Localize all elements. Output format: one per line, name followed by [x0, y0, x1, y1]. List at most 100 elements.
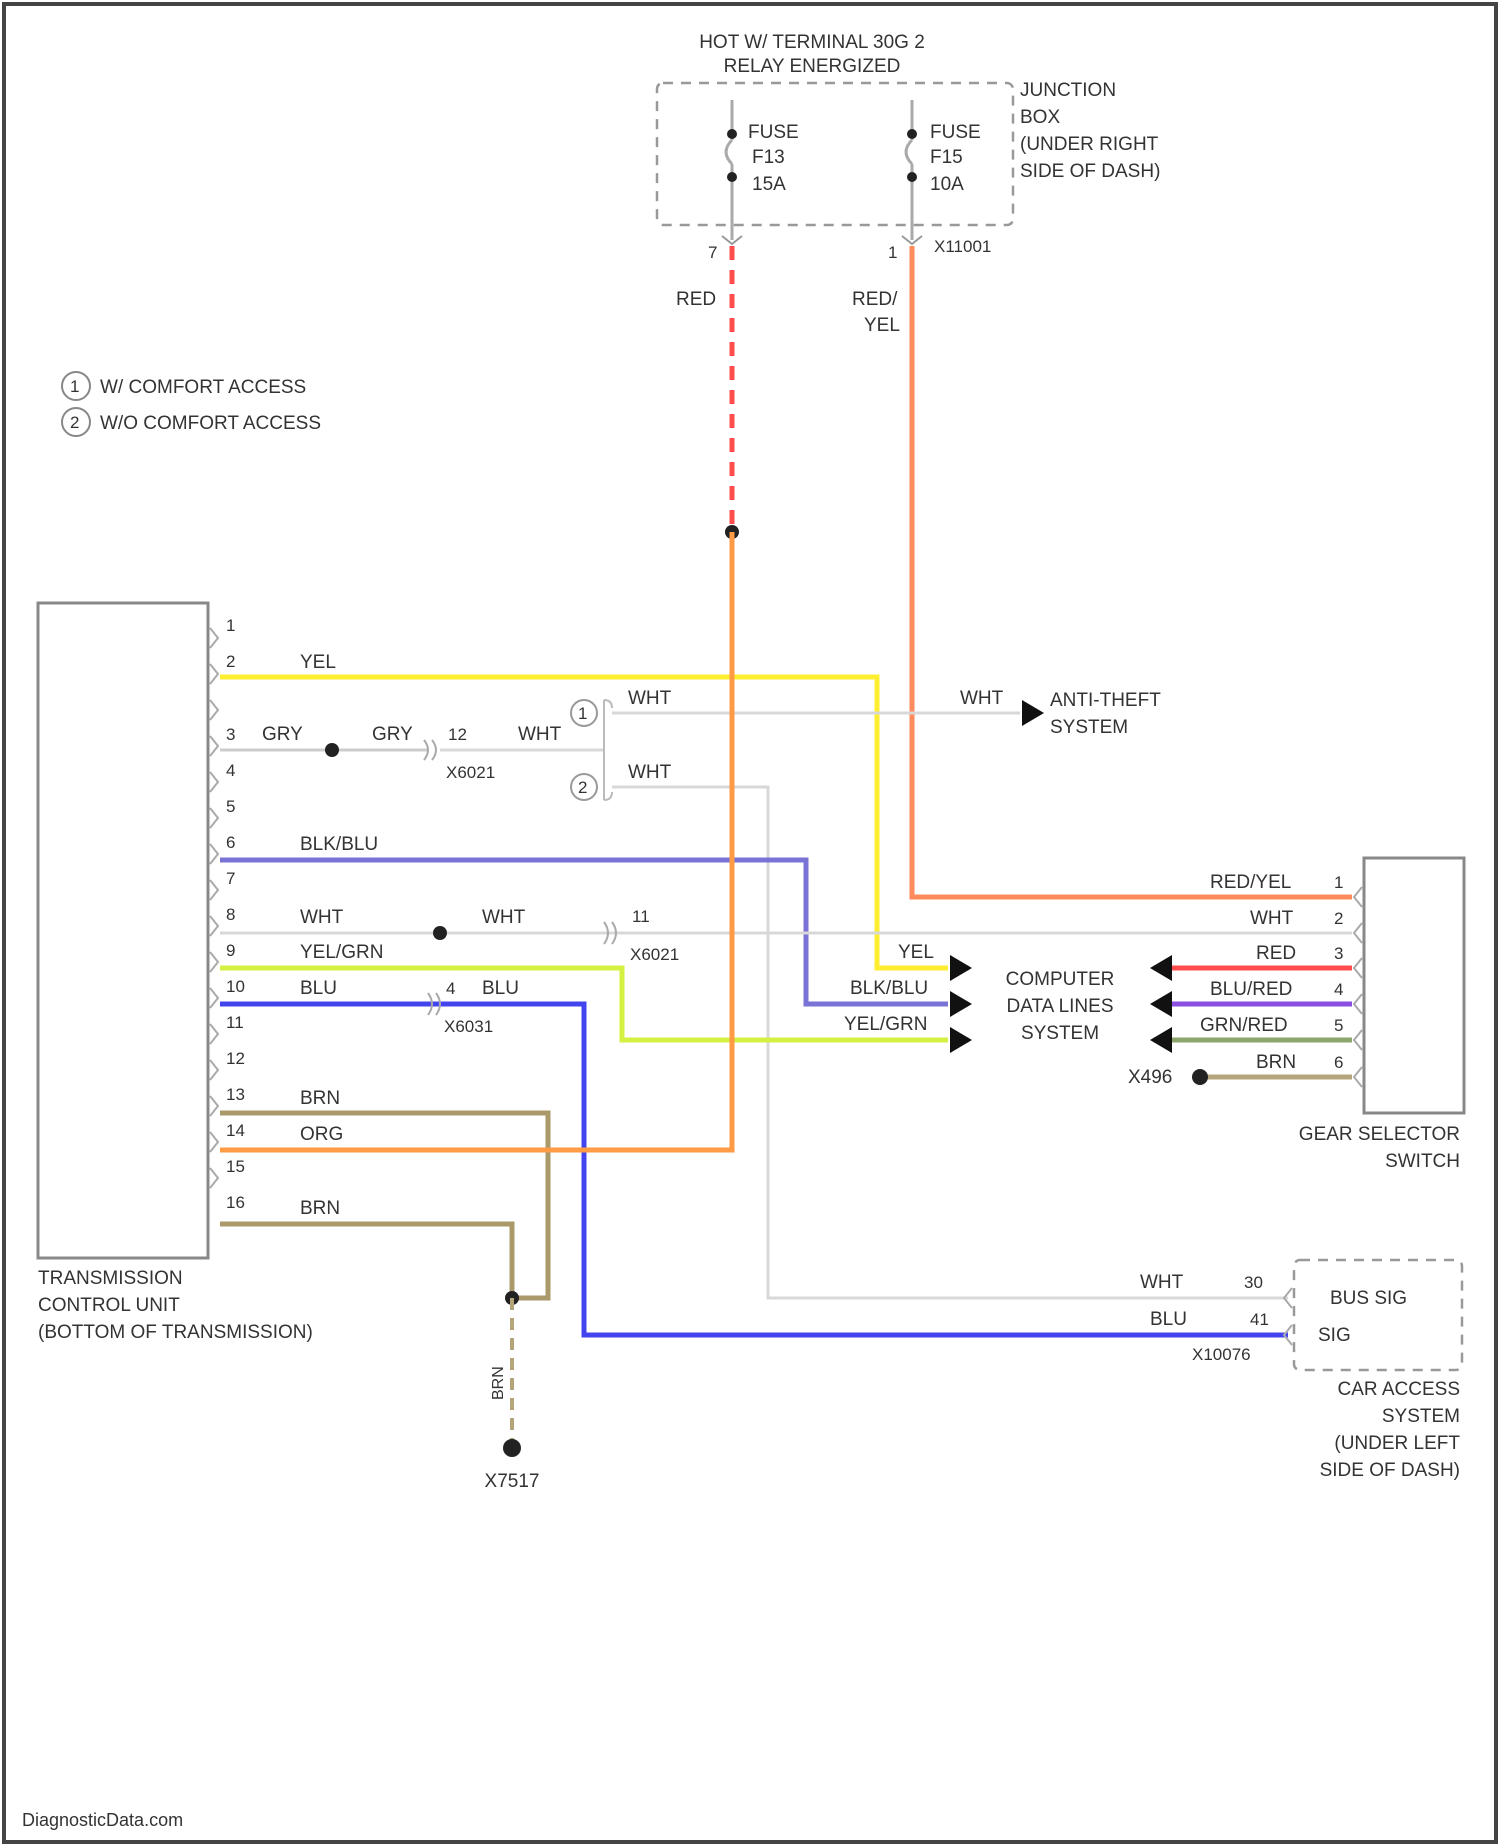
- svg-text:3: 3: [226, 725, 235, 744]
- svg-text:JUNCTION: JUNCTION: [1020, 80, 1116, 101]
- car-access-system-box: [1294, 1260, 1462, 1370]
- svg-text:5: 5: [1334, 1016, 1343, 1035]
- svg-text:CAR ACCESS: CAR ACCESS: [1338, 1379, 1460, 1400]
- svg-text:W/O COMFORT ACCESS: W/O COMFORT ACCESS: [100, 413, 321, 434]
- svg-text:15A: 15A: [752, 174, 786, 195]
- wire-label-red: RED: [676, 289, 716, 310]
- arrow-gss-red: [1150, 955, 1172, 981]
- connector-x6031-pin: 4: [446, 979, 455, 998]
- wire-label-p8-wht-b: WHT: [482, 907, 526, 928]
- cas-pin-wht: 30: [1244, 1273, 1263, 1292]
- wire-label-p9-yel-grn: YEL/GRN: [300, 942, 383, 963]
- wire-label-p6-blk-blu: BLK/BLU: [300, 834, 378, 855]
- wire-label-red-yel-2: YEL: [864, 315, 900, 336]
- tcu-label: TRANSMISSION CONTROL UNIT (BOTTOM OF TRA…: [38, 1268, 313, 1343]
- svg-text:10A: 10A: [930, 174, 964, 195]
- svg-text:2: 2: [1334, 909, 1343, 928]
- svg-text:10: 10: [226, 977, 245, 996]
- svg-text:2: 2: [578, 778, 587, 797]
- wire-label-p16-brn: BRN: [300, 1198, 340, 1219]
- cas-wire-wht: WHT: [1140, 1272, 1184, 1293]
- svg-text:BOX: BOX: [1020, 107, 1060, 128]
- wire-label-wht-2: WHT: [628, 762, 672, 783]
- wire-brn-13: [220, 1113, 548, 1298]
- cdl-wire-yel-grn: YEL/GRN: [844, 1014, 927, 1035]
- connector-x6021-a-pin: 12: [448, 725, 467, 744]
- wire-label-p10-blu-b: BLU: [482, 978, 519, 999]
- wire-red-yel: [912, 246, 1352, 897]
- svg-text:COMPUTER: COMPUTER: [1006, 969, 1115, 990]
- gear-selector-switch-label: GEAR SELECTOR SWITCH: [1299, 1124, 1460, 1172]
- legend: 1 W/ COMFORT ACCESS 2 W/O COMFORT ACCESS: [62, 372, 321, 436]
- svg-text:6: 6: [226, 833, 235, 852]
- svg-text:GEAR SELECTOR: GEAR SELECTOR: [1299, 1124, 1460, 1145]
- svg-text:BLU/RED: BLU/RED: [1210, 979, 1292, 1000]
- svg-text:F15: F15: [930, 147, 963, 168]
- svg-text:RED: RED: [1256, 943, 1296, 964]
- svg-text:5: 5: [226, 797, 235, 816]
- ground-id: X7517: [485, 1471, 540, 1492]
- svg-text:RED/YEL: RED/YEL: [1210, 872, 1291, 893]
- wire-blu: [220, 1004, 1288, 1335]
- svg-text:12: 12: [226, 1049, 245, 1068]
- svg-text:3: 3: [1334, 944, 1343, 963]
- gss-connector-chevrons: [1354, 887, 1362, 1087]
- wire-label-p3-gry-a: GRY: [262, 724, 303, 745]
- wire-label-red-yel-1: RED/: [852, 289, 898, 310]
- arrow-gss-blu-red: [1150, 991, 1172, 1017]
- svg-text:FUSE: FUSE: [748, 122, 799, 143]
- svg-text:13: 13: [226, 1085, 245, 1104]
- wire-label-p13-brn: BRN: [300, 1088, 340, 1109]
- svg-text:SWITCH: SWITCH: [1385, 1151, 1460, 1172]
- anti-theft-label-1: ANTI-THEFT: [1050, 690, 1161, 711]
- svg-text:7: 7: [226, 869, 235, 888]
- svg-text:SYSTEM: SYSTEM: [1021, 1023, 1099, 1044]
- svg-text:TRANSMISSION: TRANSMISSION: [38, 1268, 183, 1289]
- gss-ground-id: X496: [1128, 1067, 1172, 1088]
- wire-org: [220, 532, 732, 1150]
- wire-brn-16: [220, 1224, 512, 1298]
- svg-text:4: 4: [226, 761, 235, 780]
- svg-text:BRN: BRN: [1256, 1052, 1296, 1073]
- watermark: DiagnosticData.com: [22, 1810, 183, 1830]
- gss-pins: RED/YEL 1 WHT 2 RED 3 BLU/RED 4 GRN/RED …: [1200, 872, 1343, 1073]
- svg-text:2: 2: [226, 652, 235, 671]
- svg-text:W/ COMFORT ACCESS: W/ COMFORT ACCESS: [100, 377, 306, 398]
- svg-text:FUSE: FUSE: [930, 122, 981, 143]
- svg-text:WHT: WHT: [1250, 908, 1294, 929]
- arrow-anti-theft: [1022, 700, 1044, 726]
- arrow-cdl-yel-grn: [950, 1027, 972, 1053]
- svg-text:SIDE OF DASH): SIDE OF DASH): [1320, 1460, 1460, 1481]
- svg-text:4: 4: [1334, 980, 1343, 999]
- svg-text:X11001: X11001: [934, 237, 991, 256]
- svg-text:(BOTTOM OF TRANSMISSION): (BOTTOM OF TRANSMISSION): [38, 1322, 313, 1343]
- cdl-wire-blk-blu: BLK/BLU: [850, 978, 928, 999]
- svg-text:11: 11: [226, 1013, 244, 1032]
- cdl-wire-yel: YEL: [898, 942, 934, 963]
- svg-text:6: 6: [1334, 1053, 1343, 1072]
- car-access-system-label: CAR ACCESS SYSTEM (UNDER LEFT SIDE OF DA…: [1320, 1379, 1461, 1481]
- svg-text:SIDE OF DASH): SIDE OF DASH): [1020, 161, 1160, 182]
- wire-label-p8-wht-a: WHT: [300, 907, 344, 928]
- cas-inner-bus-sig: BUS SIG: [1330, 1288, 1407, 1309]
- ground-point: [503, 1439, 521, 1457]
- wire-label-p2-yel: YEL: [300, 652, 336, 673]
- splice-gry: [325, 743, 339, 757]
- svg-text:F13: F13: [752, 147, 785, 168]
- cas-wire-blu: BLU: [1150, 1309, 1187, 1330]
- junction-box-label: JUNCTION BOX (UNDER RIGHT SIDE OF DASH): [1020, 80, 1160, 182]
- hot-label-line2: RELAY ENERGIZED: [724, 56, 901, 77]
- svg-text:(UNDER LEFT: (UNDER LEFT: [1334, 1433, 1460, 1454]
- svg-text:7: 7: [708, 243, 717, 262]
- tcu-connector-chevrons: [210, 628, 218, 1188]
- option-bracket: [604, 700, 612, 800]
- arrow-cdl-yel: [950, 955, 972, 981]
- wire-label-wht-1: WHT: [628, 688, 672, 709]
- svg-text:1: 1: [888, 243, 897, 262]
- transmission-control-unit-box: [38, 603, 208, 1258]
- computer-data-lines-label: COMPUTER DATA LINES SYSTEM: [1006, 969, 1115, 1044]
- cas-pin-blu: 41: [1250, 1310, 1269, 1329]
- fuse-f13: FUSE F13 15A 7: [708, 100, 799, 262]
- svg-text:1: 1: [578, 704, 587, 723]
